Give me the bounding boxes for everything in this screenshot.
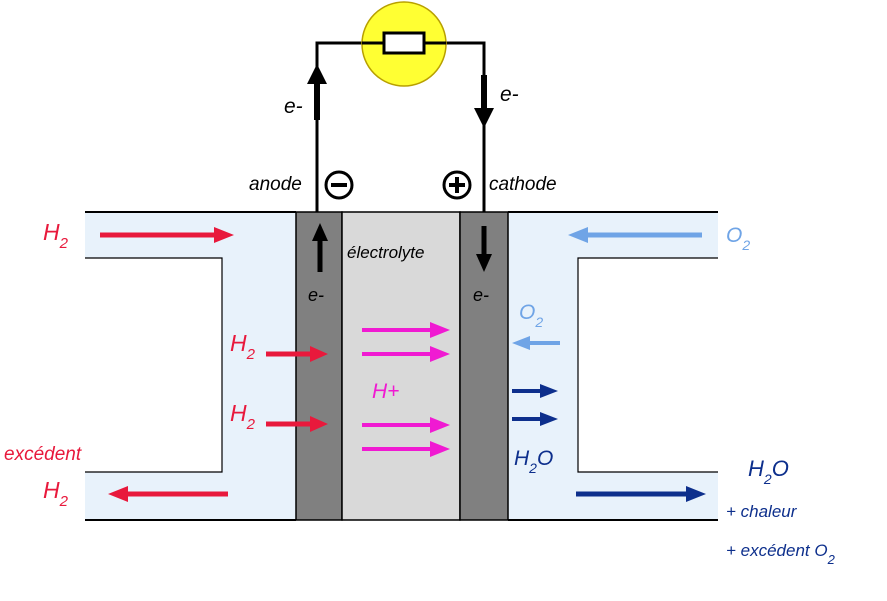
proton-label: H+: [372, 380, 399, 403]
excess-o2-label: + excédent O2: [726, 541, 836, 567]
electron-arrow-down-external: [474, 75, 494, 128]
proton-arrow-3: [362, 417, 450, 433]
cathode-gas-channel: [508, 211, 718, 521]
electron-arrow-up-external: [307, 64, 327, 120]
electrolyte-layer: [341, 211, 461, 521]
electron-arrow-down-cathode: [476, 226, 492, 272]
external-circuit-wire: [315, 41, 486, 212]
electron-label-right: e-: [500, 83, 519, 106]
h2-label-1: H2: [230, 330, 256, 363]
h2-excess-label: H2: [43, 477, 69, 510]
o2-to-cathode-arrow: [512, 336, 560, 350]
h2-label-2: H2: [230, 400, 256, 433]
o2-inlet-label: O2: [726, 224, 750, 253]
electron-arrow-up-anode: [312, 223, 328, 272]
anode-gas-channel: [85, 211, 296, 521]
h2o-arrow-2: [512, 412, 558, 426]
o2-inlet-arrow: [568, 227, 702, 243]
h2-to-anode-arrow-2: [266, 416, 328, 432]
plus-circle-icon: [442, 170, 472, 200]
h2o-outlet-label: H2O: [748, 456, 789, 487]
h2-inlet-arrow: [100, 227, 234, 243]
electrolyte-label: électrolyte: [347, 243, 424, 262]
proton-arrow-2: [362, 346, 450, 362]
anode-label: anode: [249, 174, 302, 195]
minus-circle-icon: [324, 170, 354, 200]
excess-label-left: excédent: [4, 444, 82, 465]
h2-inlet-label: H2: [43, 219, 69, 252]
cathode-label: cathode: [489, 174, 557, 195]
o2-label-cathode: O2: [519, 301, 543, 330]
h2o-outlet-arrow: [576, 486, 706, 502]
proton-arrow-1: [362, 322, 450, 338]
h2o-arrow-1: [512, 384, 558, 398]
electron-label-anode: e-: [308, 285, 324, 305]
proton-arrow-4: [362, 441, 450, 457]
heat-label: + chaleur: [726, 502, 798, 521]
resistor-lamp-icon: [361, 1, 447, 87]
h2-to-anode-arrow-1: [266, 346, 328, 362]
electron-label-left: e-: [284, 95, 303, 118]
h2-excess-outlet-arrow: [108, 486, 228, 502]
electron-label-cathode: e-: [473, 285, 489, 305]
h2o-label-cathode: H2O: [514, 447, 553, 476]
